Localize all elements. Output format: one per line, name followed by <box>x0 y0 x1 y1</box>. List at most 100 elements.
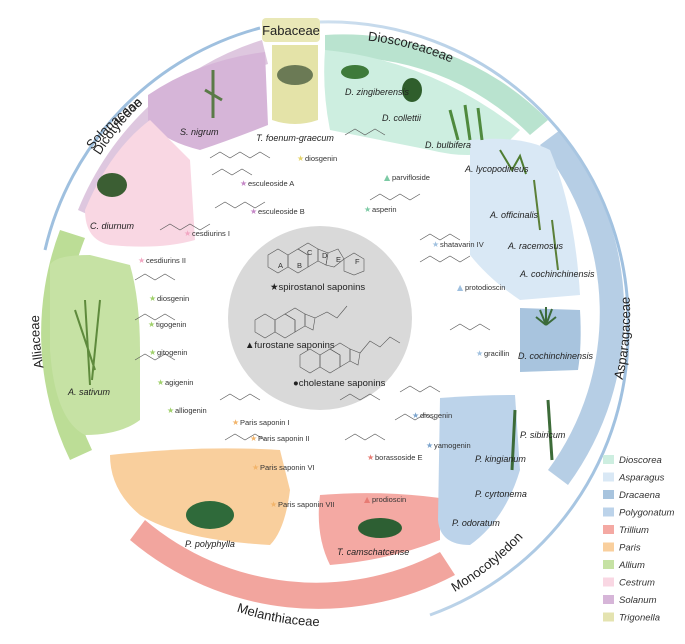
plant-t-camschatcense <box>358 518 402 538</box>
legend-label: Dracaena <box>619 490 660 501</box>
star-marker: ★ <box>167 406 174 415</box>
compound-gracillin: gracillin <box>484 349 509 358</box>
star-marker: ★ <box>270 500 277 509</box>
compound-agigenin: agigenin <box>165 378 193 387</box>
paris-sector <box>110 448 290 545</box>
solanum-sector <box>148 52 268 150</box>
species-d-zingiberensis: D. zingiberensis <box>345 87 410 97</box>
plant-polygonatum <box>510 399 554 471</box>
furostane-skeleton <box>254 305 348 339</box>
ring-b-label: B <box>297 261 302 270</box>
compound-paris-saponin-i: Paris saponin I <box>240 418 290 427</box>
species-d-collettii: D. collettii <box>382 113 422 123</box>
ring-e-label: E <box>336 255 341 264</box>
legend-swatch <box>603 455 614 464</box>
legend-label: Solanum <box>619 595 657 606</box>
legend-label: Trigonella <box>619 613 660 624</box>
compound-diosgenin-fabaceae: diosgenin <box>305 154 337 163</box>
legend-label: Polygonatum <box>619 508 675 519</box>
plant-s-nigrum <box>204 70 223 118</box>
compound-protodioscin: protodioscin <box>465 283 505 292</box>
star-marker: ★ <box>250 434 257 443</box>
star-marker: ★ <box>364 205 371 214</box>
triangle-marker: ▲ <box>364 495 371 504</box>
fabaceae-label-box <box>262 18 320 42</box>
legend-label: Dioscorea <box>619 455 662 466</box>
plant-illustrations <box>74 65 559 538</box>
legend-swatch <box>603 542 614 552</box>
legend-swatch <box>603 612 614 622</box>
dicotyledon-arc <box>43 26 261 251</box>
star-marker: ★ <box>149 348 156 357</box>
compound-asperin: asperin <box>372 205 397 214</box>
star-marker: ★ <box>367 453 374 462</box>
species-t-foenum-graecum: T. foenum-graecum <box>256 133 334 143</box>
plant-d-bulbifera <box>448 104 484 141</box>
compound-cesdiurins-ii: cesdiurins II <box>146 256 186 265</box>
species-p-sibiricum: P. sibiricum <box>520 430 566 440</box>
cestrum-sector <box>85 120 195 247</box>
species-a-lycopodineus: A. lycopodineus <box>464 164 529 174</box>
star-marker: ★ <box>426 441 433 450</box>
plant-a-lycopodineus <box>499 149 527 175</box>
spirostanol-label: ★spirostanol saponins <box>270 282 365 293</box>
species-t-camschatcense: T. camschatcense <box>337 547 409 557</box>
species-a-officinalis: A. officinalis <box>489 210 539 220</box>
ring-a-label: A <box>278 261 283 270</box>
species-p-cyrtonema: P. cyrtonema <box>475 489 527 499</box>
triangle-marker: ▲ <box>384 173 391 182</box>
legend-label: Paris <box>619 543 641 554</box>
star-marker: ★ <box>297 154 304 163</box>
compound-paris-saponin-vi: Paris saponin VI <box>260 463 315 472</box>
legend-swatch <box>603 490 614 499</box>
legend-swatch <box>603 595 614 604</box>
triangle-marker: ▲ <box>457 283 464 292</box>
genus-legend: DioscoreaAsparagusDracaenaPolygonatumTri… <box>603 455 675 624</box>
star-marker: ★ <box>232 418 239 427</box>
star-marker: ★ <box>138 256 145 265</box>
star-marker: ★ <box>148 320 155 329</box>
dioscorea-sector <box>324 50 520 155</box>
species-a-sativum: A. sativum <box>67 387 111 397</box>
species-p-polyphylla: P. polyphylla <box>185 539 235 549</box>
species-p-odoratum: P. odoratum <box>452 518 500 528</box>
compound-yamogenin: yamogenin <box>434 441 471 450</box>
ring-c-label: C <box>307 248 313 257</box>
compound-shatavarin-iv: shatavarin IV <box>440 240 484 249</box>
compound-paris-saponin-vii: Paris saponin VII <box>278 500 335 509</box>
compound-borassoside-e: borassoside E <box>375 453 423 462</box>
monocotyledon-arc <box>319 20 630 617</box>
compound-alliogenin: alliogenin <box>175 406 207 415</box>
asparagaceae-band <box>540 130 625 485</box>
center-circle <box>228 226 412 410</box>
legend-label: Cestrum <box>619 578 655 589</box>
plant-p-polyphylla <box>186 501 234 529</box>
star-marker: ★ <box>476 349 483 358</box>
molecule-sketches <box>134 128 491 441</box>
star-marker: ★ <box>250 207 257 216</box>
species-c-diurnum: C. diurnum <box>90 221 135 231</box>
species-a-cochinchinensis: A. cochinchinensis <box>519 269 595 279</box>
species-d-cochinchinensis: D. cochinchinensis <box>518 351 594 361</box>
plant-trigonella <box>277 65 313 85</box>
ring-d-label: D <box>322 251 328 260</box>
species-s-nigrum: S. nigrum <box>180 127 219 137</box>
cholestane-skeleton <box>299 336 401 374</box>
fabaceae-label: Fabaceae <box>262 23 320 38</box>
compound-esculeoside-a: esculeoside A <box>248 179 294 188</box>
legend-label: Allium <box>618 560 645 571</box>
plant-d-cochinchinensis <box>535 307 557 326</box>
star-marker: ★ <box>252 463 259 472</box>
plant-c-diurnum <box>97 173 127 197</box>
asparagus-sector <box>470 138 580 300</box>
compound-esculeoside-b: esculeoside B <box>258 207 305 216</box>
species-a-racemosus: A. racemosus <box>507 241 564 251</box>
plant-a-sativum <box>74 299 101 386</box>
compound-paris-saponin-ii: Paris saponin II <box>258 434 310 443</box>
plant-d-zingiberensis <box>341 65 369 79</box>
legend-label: Asparagus <box>618 473 665 484</box>
legend-label: Trillium <box>619 525 649 536</box>
species-d-bulbifera: D. bulbifera <box>425 140 471 150</box>
